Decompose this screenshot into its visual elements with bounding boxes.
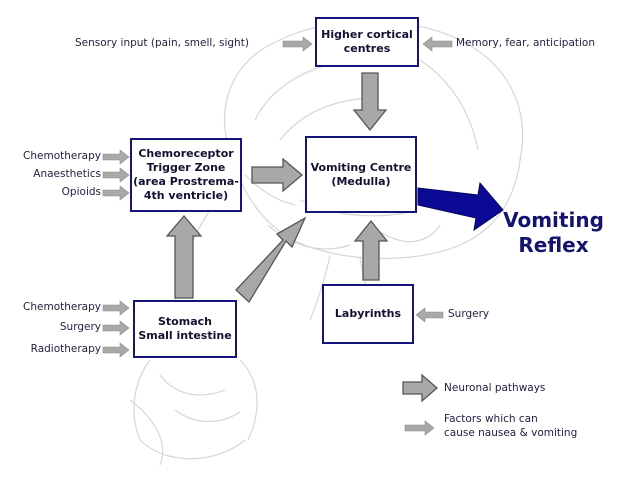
- neuronal-pathway-arrows: [165, 72, 438, 403]
- label-ctz-opioids: Opioids: [61, 186, 101, 198]
- arrow-labyrinth-to-centre: [353, 219, 389, 281]
- label-memory: Memory, fear, anticipation: [456, 37, 595, 49]
- label-sensory-input: Sensory input (pain, smell, sight): [75, 37, 249, 49]
- ctz-label: Chemoreceptor Trigger Zone (area Prostre…: [133, 147, 239, 202]
- arrow-labyrinth-surgery: [415, 307, 444, 323]
- vomiting-centre-box: Vomiting Centre (Medulla): [305, 136, 417, 213]
- ctz-box: Chemoreceptor Trigger Zone (area Prostre…: [130, 138, 242, 212]
- label-ctz-chemotherapy: Chemotherapy: [23, 150, 101, 162]
- vomiting-reflex-arrow: [417, 181, 504, 232]
- arrow-sensory: [282, 36, 313, 52]
- vomiting-reflex-label: Vomiting Reflex: [503, 208, 604, 257]
- arrow-cortical-to-centre: [352, 72, 388, 132]
- factor-arrows: [102, 36, 453, 436]
- vomiting-centre-label: Vomiting Centre (Medulla): [310, 160, 412, 188]
- arrow-stomach-to-centre: [235, 216, 307, 304]
- higher-cortical-label: Higher cortical centres: [321, 28, 413, 55]
- arrow-stomach-to-ctz: [165, 214, 203, 299]
- labyrinths-box: Labyrinths: [322, 284, 414, 344]
- arrow-stomach-chemo: [102, 300, 130, 316]
- label-stomach-chemotherapy: Chemotherapy: [23, 301, 101, 313]
- legend-factor-arrow: [404, 420, 435, 436]
- arrow-memory: [422, 36, 453, 52]
- label-labyrinth-surgery: Surgery: [448, 308, 490, 320]
- label-stomach-surgery: Surgery: [59, 321, 101, 333]
- arrow-stomach-surgery: [102, 320, 130, 336]
- label-stomach-radiotherapy: Radiotherapy: [30, 343, 101, 355]
- label-ctz-anaesthetics: Anaesthetics: [33, 168, 101, 180]
- arrow-ctz-to-centre: [251, 157, 304, 193]
- legend-neuronal-label: Neuronal pathways: [444, 382, 546, 394]
- labyrinths-label: Labyrinths: [334, 307, 402, 320]
- arrow-stomach-radio: [102, 342, 130, 358]
- legend-neuronal-arrow: [402, 373, 438, 403]
- arrow-ctz-anaesthetics: [102, 167, 130, 183]
- arrow-ctz-chemo: [102, 149, 130, 165]
- stomach-label: Stomach Small intestine: [138, 315, 232, 342]
- stomach-box: Stomach Small intestine: [133, 300, 237, 358]
- arrow-ctz-opioids: [102, 185, 130, 201]
- higher-cortical-box: Higher cortical centres: [315, 17, 419, 67]
- anatomy-background: [129, 20, 524, 466]
- legend-factors-label: Factors which can cause nausea & vomitin…: [444, 413, 578, 439]
